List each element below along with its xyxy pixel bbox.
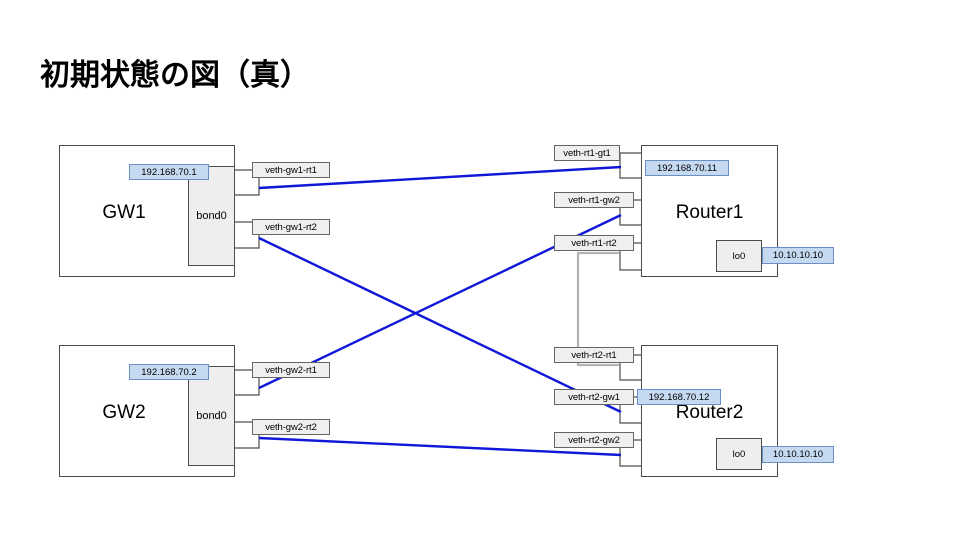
ip-label-gw1: 192.168.70.1 [129, 164, 209, 180]
veth-gw2-rt1[interactable]: veth-gw2-rt1 [252, 362, 330, 378]
veth-rt1-gw2[interactable]: veth-rt1-gw2 [554, 192, 634, 208]
ip-label-lo0-router2: 10.10.10.10 [762, 446, 834, 463]
page-title: 初期状態の図（真） [40, 59, 310, 92]
host-label-router2: Router2 [675, 402, 744, 423]
veth-rt2-gw2[interactable]: veth-rt2-gw2 [554, 432, 634, 448]
host-label-gw1: GW1 [102, 202, 146, 223]
interface-lo0-router2[interactable]: lo0 [716, 438, 762, 470]
ip-label-router1: 192.168.70.11 [645, 160, 729, 176]
interface-lo0-router1[interactable]: lo0 [716, 240, 762, 272]
ip-label-router2: 192.168.70.12 [637, 389, 721, 405]
veth-rt2-rt1[interactable]: veth-rt2-rt1 [554, 347, 634, 363]
router1-stub-connectors [619, 152, 641, 271]
ip-label-lo0-router1: 10.10.10.10 [762, 247, 834, 264]
veth-rt1-gt1[interactable]: veth-rt1-gt1 [554, 145, 620, 161]
veth-gw1-rt1[interactable]: veth-gw1-rt1 [252, 162, 330, 178]
veth-rt2-gw1[interactable]: veth-rt2-gw1 [554, 389, 634, 405]
interface-bond0-gw1[interactable]: bond0 [188, 166, 235, 266]
veth-gw2-rt2[interactable]: veth-gw2-rt2 [252, 419, 330, 435]
host-label-gw2: GW2 [102, 402, 146, 423]
host-label-router1: Router1 [675, 202, 744, 223]
ip-label-gw2: 192.168.70.2 [129, 364, 209, 380]
router2-stub-connectors [619, 354, 641, 467]
veth-gw1-rt2[interactable]: veth-gw1-rt2 [252, 219, 330, 235]
interface-bond0-gw2[interactable]: bond0 [188, 366, 235, 466]
blue-links [258, 165, 622, 457]
veth-rt1-rt2[interactable]: veth-rt1-rt2 [554, 235, 634, 251]
link-gw1rt2-rt2gw1 [258, 236, 622, 414]
